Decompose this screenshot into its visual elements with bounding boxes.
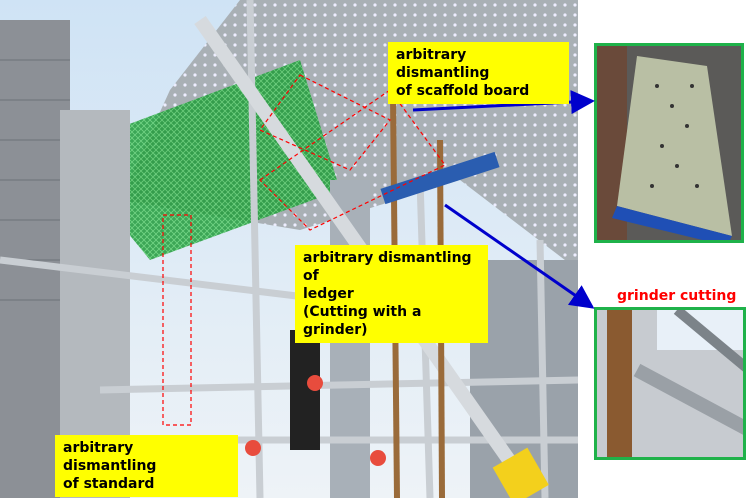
arrow-to-grinder-inset bbox=[444, 203, 595, 309]
dashed-region-standard bbox=[162, 214, 192, 426]
label-ledger: arbitrary dismantling of ledger (Cutting… bbox=[295, 245, 488, 343]
label-line: of standard bbox=[63, 476, 155, 492]
inset-scaffold-board bbox=[594, 43, 744, 243]
label-line: of scaffold board bbox=[396, 83, 530, 99]
label-scaffold-board: arbitrary dismantling of scaffold board bbox=[388, 42, 569, 104]
label-line: arbitrary dismantling of bbox=[303, 250, 472, 284]
label-line: ledger bbox=[303, 286, 354, 302]
dashed-region-board bbox=[259, 89, 446, 231]
inset-grinder-cutting bbox=[594, 307, 746, 460]
label-line: arbitrary dismantling bbox=[396, 47, 490, 81]
label-line: (Cutting with a grinder) bbox=[303, 304, 422, 338]
label-standard: arbitrary dismantling of standard bbox=[55, 435, 238, 497]
dashed-region-ledger bbox=[259, 74, 391, 171]
grinder-cutting-caption: grinder cutting bbox=[617, 288, 737, 304]
label-line: arbitrary dismantling bbox=[63, 440, 157, 474]
